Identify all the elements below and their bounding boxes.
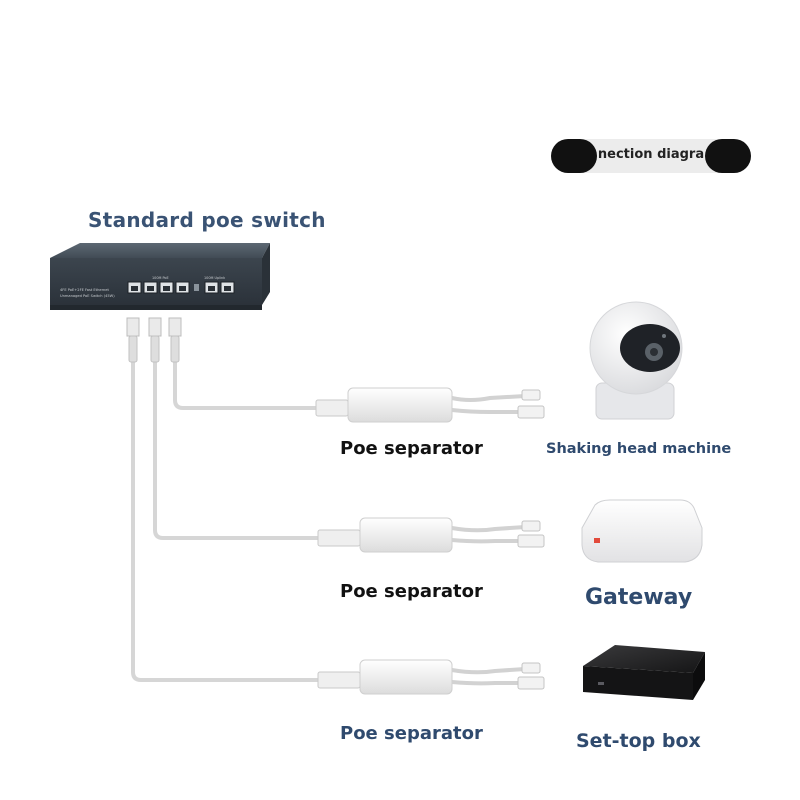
camera-lens-center: [650, 348, 658, 356]
poe-separator-2: [317, 517, 545, 553]
badge-left-cap: [551, 139, 597, 173]
switch-base: [50, 305, 262, 310]
cable-3: [131, 358, 322, 682]
plug-boot-2: [150, 335, 160, 363]
separator-2-label: Poe separator: [340, 581, 483, 602]
separator-2-dc-cable: [451, 525, 526, 533]
rj45-plug-3: [126, 317, 140, 337]
separator-1-dc-plug: [521, 389, 541, 401]
gateway-status-light: [594, 538, 600, 543]
separator-3-dc-plug: [521, 662, 541, 674]
separator-3-plug: [317, 671, 361, 689]
separator-3-body: [359, 659, 453, 695]
device-3-label: Set-top box: [576, 730, 701, 752]
separator-1-rj45-plug: [517, 405, 545, 419]
separator-3-label: Poe separator: [340, 723, 483, 744]
connection-diagram-badge: nection diagra: [551, 139, 751, 173]
switch-uplink-port-1-socket: [208, 286, 215, 291]
separator-2-body: [359, 517, 453, 553]
switch-top-face: [50, 243, 270, 258]
device-2-label: Gateway: [585, 585, 692, 610]
switch-port-2-socket: [147, 286, 154, 291]
switch-poe-ports: [127, 281, 190, 294]
switch-side-face: [262, 243, 270, 305]
cable-2: [153, 358, 322, 540]
cable-1: [173, 358, 320, 410]
stb-top-face: [583, 645, 705, 673]
switch-uplink-ports: [204, 281, 235, 294]
poe-switch: 4FE PoE+2FE Fast Ethernet Unmanaged PoE …: [50, 243, 270, 310]
switch-poe-group-label: 100M PoE: [152, 276, 169, 280]
separator-1-plug: [315, 399, 349, 417]
separator-1-label: Poe separator: [340, 438, 483, 459]
stb-side-face: [693, 652, 705, 700]
separator-2-dc-plug: [521, 520, 541, 532]
ptz-camera: [589, 301, 683, 420]
gateway-device: [581, 499, 703, 563]
rj45-plug-2: [148, 317, 162, 337]
poe-separator-3: [317, 659, 545, 695]
separator-2-lan-cable: [451, 538, 520, 544]
switch-indicator: [194, 284, 199, 291]
separator-1-dc-cable: [451, 394, 526, 402]
switch-uplink-port-2-socket: [224, 286, 231, 291]
badge-text: nection diagra: [597, 147, 705, 162]
device-1-label: Shaking head machine: [546, 441, 731, 457]
plug-boot-3: [128, 335, 138, 363]
badge-right-cap: [705, 139, 751, 173]
set-top-box-device: [583, 645, 705, 700]
poe-separator-1: [315, 387, 545, 423]
switch-port-3-socket: [163, 286, 170, 291]
plug-boot-1: [170, 335, 180, 363]
switch-panel-text-2: Unmanaged PoE Switch (45W): [60, 294, 115, 298]
camera-sensor-dot: [662, 334, 666, 338]
gateway-body: [581, 499, 703, 563]
separator-3-rj45-plug: [517, 676, 545, 690]
stb-port: [598, 682, 604, 685]
switch-port-4-socket: [179, 286, 186, 291]
separator-1-body: [347, 387, 453, 423]
separator-2-plug: [317, 529, 361, 547]
separator-2-rj45-plug: [517, 534, 545, 548]
switch-panel-text-1: 4FE PoE+2FE Fast Ethernet: [60, 288, 109, 292]
separator-3-lan-cable: [451, 680, 520, 686]
rj45-plug-1: [168, 317, 182, 337]
switch-uplink-group-label: 100M Uplink: [204, 276, 225, 280]
stb-front-face: [583, 666, 693, 700]
switch-title: Standard poe switch: [88, 208, 326, 232]
switch-side-plugs: [126, 317, 182, 363]
separator-3-dc-cable: [451, 667, 526, 675]
ethernet-cables: [131, 358, 322, 682]
separator-1-lan-cable: [451, 408, 520, 414]
switch-port-1-socket: [131, 286, 138, 291]
